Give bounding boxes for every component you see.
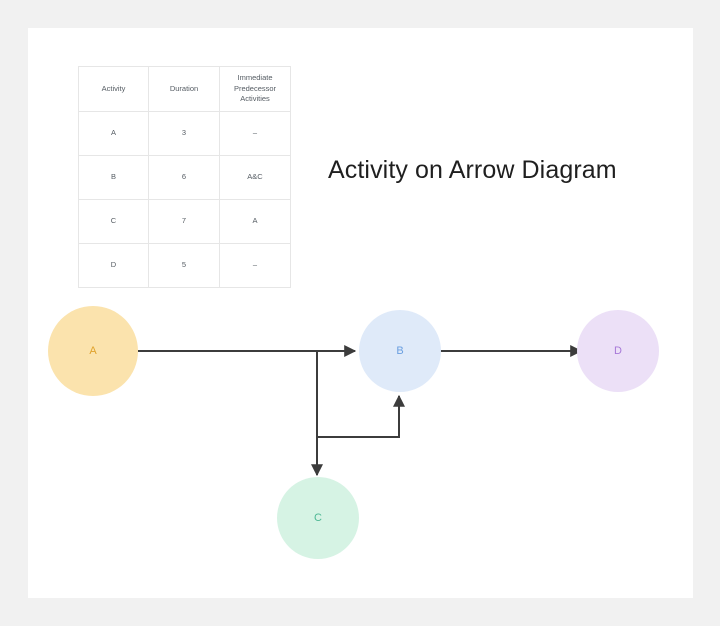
table-row: A 3 – [78,111,291,156]
predecessor-header-line-3: Activities [240,94,270,104]
cell-predecessors: A [219,199,291,244]
predecessor-header-line-2: Predecessor [233,83,277,93]
predecessor-header-line-1: Immediate [237,72,273,82]
table-body: A 3 – B 6 A&C C 7 A D 5 – [78,111,291,288]
table-header-row: Activity Duration Immediate Predecessor … [78,66,291,112]
activity-table: Activity Duration Immediate Predecessor … [78,66,291,288]
edge-c-to-b [317,394,405,438]
cell-duration: 5 [148,243,220,288]
cell-activity: C [78,199,149,244]
table-row: C 7 A [78,199,291,244]
cell-predecessors: – [219,243,291,288]
graph-node-a[interactable]: A [48,306,138,396]
node-label-b: B [396,345,404,357]
node-label-c: C [314,512,322,524]
cell-duration: 6 [148,155,220,200]
cell-activity: B [78,155,149,200]
column-header-activity: Activity [78,66,149,112]
graph-node-c[interactable]: C [277,477,359,559]
diagram-card: Activity Duration Immediate Predecessor … [28,28,693,598]
edge-layer [138,345,583,477]
table-header: Activity Duration Immediate Predecessor … [78,66,291,112]
activity-on-arrow-diagram: A B C D [28,28,693,598]
table-row: D 5 – [78,243,291,288]
cell-activity: D [78,243,149,288]
page-title: Activity on Arrow Diagram [328,156,617,184]
node-label-d: D [614,345,622,357]
node-label-a: A [89,345,97,357]
graph-node-d[interactable]: D [577,310,659,392]
graph-node-b[interactable]: B [359,310,441,392]
